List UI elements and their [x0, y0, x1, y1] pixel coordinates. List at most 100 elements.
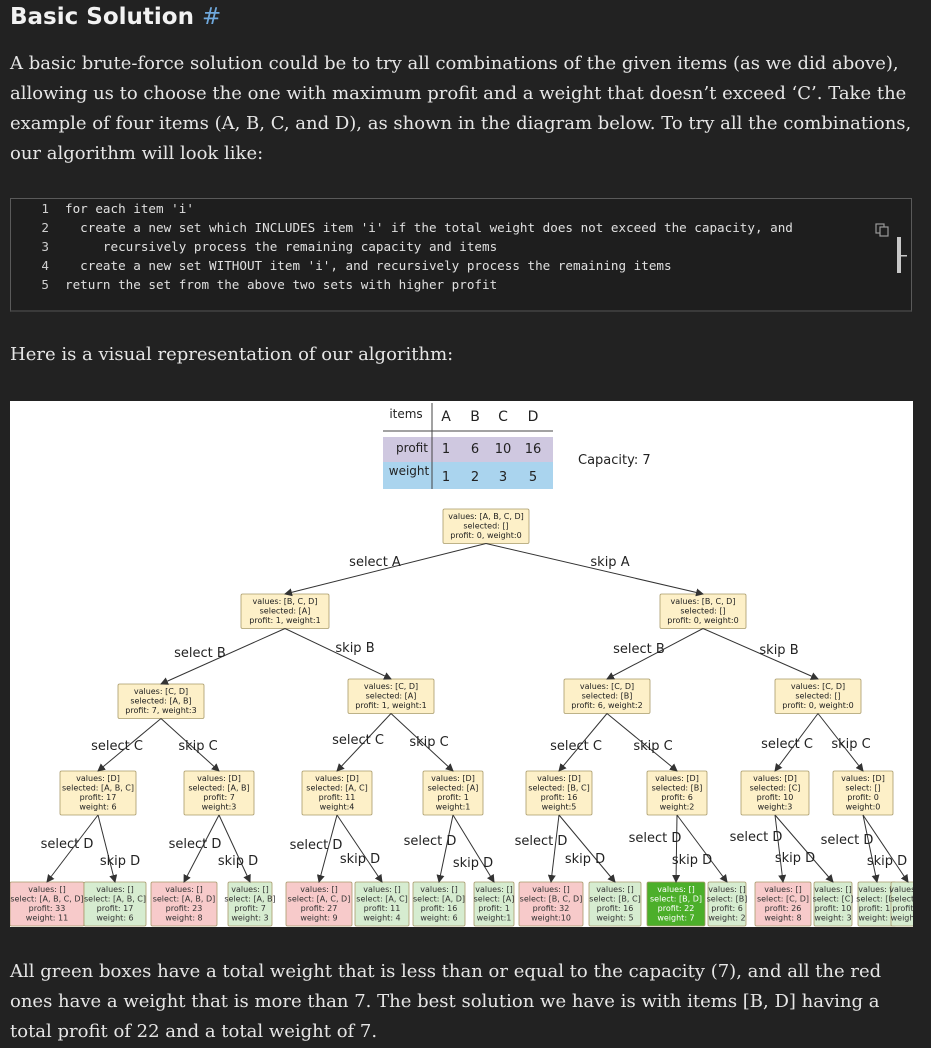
- node-text: profit: 0: [847, 793, 879, 802]
- anchor-link[interactable]: #: [201, 4, 222, 30]
- line-number: 3: [41, 239, 49, 254]
- tree-edge: [336, 713, 392, 772]
- node-text: weight:2: [660, 803, 695, 812]
- node-text: profit: 0: [892, 904, 913, 913]
- node-text: values: []: [96, 885, 134, 894]
- node-text: selected: []: [463, 522, 508, 531]
- node-text: select: [B]: [707, 895, 748, 904]
- node-text: values: []: [475, 885, 513, 894]
- profit-label: profit: [396, 441, 428, 455]
- node-text: selected: [B, C]: [528, 784, 589, 793]
- node-text: weight: 6: [420, 914, 457, 923]
- edge-label: skip D: [453, 856, 493, 871]
- node-text: weight: 6: [79, 803, 116, 812]
- node-text: values: [D]: [431, 774, 475, 783]
- item-name: A: [441, 409, 451, 425]
- edge-label: select D: [821, 833, 874, 848]
- tree-edge: [672, 814, 681, 883]
- node-text: select: [A, B, C]: [84, 895, 146, 904]
- node-text: weight:0: [846, 803, 881, 812]
- code-line: 3 recursively process the remaining capa…: [11, 239, 497, 258]
- node-text: weight: 8: [764, 914, 801, 923]
- edge-label: select D: [629, 831, 682, 846]
- visual-intro: Here is a visual representation of our a…: [10, 344, 454, 365]
- item-name: C: [498, 409, 508, 425]
- line-number: 5: [41, 277, 49, 292]
- node-text: select: [A, D]: [413, 895, 465, 904]
- node-text: select: [A, B, C, D]: [10, 895, 83, 904]
- node-text: select: [A, C]: [356, 895, 407, 904]
- line-number: 1: [41, 201, 49, 216]
- node-text: select: []: [890, 895, 913, 904]
- edge-label: select D: [169, 837, 222, 852]
- capacity-label: Capacity: 7: [578, 453, 651, 468]
- node-text: selected: [A, B, C]: [62, 784, 134, 793]
- tree-edge: [817, 713, 864, 772]
- tree-edge: [97, 814, 118, 883]
- edge-label: skip D: [100, 854, 140, 869]
- code-text: create a new set which INCLUDES item 'i'…: [65, 220, 793, 235]
- intro-paragraph: A basic brute-force solution could be to…: [10, 53, 912, 164]
- node-text: profit: 17: [80, 793, 117, 802]
- item-name: B: [470, 409, 480, 425]
- item-weight: 5: [529, 470, 537, 485]
- node-text: values: [D]: [315, 774, 359, 783]
- node-text: weight: 5: [596, 914, 633, 923]
- node-text: profit: 11: [319, 793, 356, 802]
- node-text: select: [B, D]: [650, 895, 702, 904]
- node-text: profit: 22: [658, 904, 695, 913]
- tree-edge: [774, 814, 834, 883]
- node-text: selected: [A, B]: [130, 697, 191, 706]
- tree-edge: [452, 814, 495, 883]
- code-text: return the set from the above two sets w…: [65, 277, 498, 292]
- node-text: weight:1: [477, 914, 512, 923]
- node-text: values: []: [165, 885, 203, 894]
- node-text: profit: 6, weight:2: [571, 701, 642, 710]
- edge-label: skip A: [590, 555, 629, 570]
- node-text: values: []: [764, 885, 802, 894]
- node-text: values: []: [889, 885, 913, 894]
- tree-edge: [547, 814, 560, 883]
- node-text: weight:0: [891, 914, 913, 923]
- node-text: values: [C, D]: [580, 682, 634, 691]
- node-text: values: [D]: [655, 774, 699, 783]
- edge-label: select C: [91, 739, 143, 754]
- node-text: select: [D]: [856, 895, 897, 904]
- line-number: 4: [41, 258, 49, 273]
- tree-edge: [558, 713, 608, 772]
- node-text: select: [A]: [474, 895, 515, 904]
- node-text: values: []: [300, 885, 338, 894]
- item-name: D: [528, 409, 539, 425]
- scrollbar-handle[interactable]: [897, 237, 907, 273]
- node-text: select: [B, C]: [589, 895, 640, 904]
- node-text: select: [C, D]: [757, 895, 809, 904]
- node-text: values: [D]: [753, 774, 797, 783]
- copy-icon[interactable]: [875, 223, 889, 237]
- node-text: profit: 27: [301, 904, 338, 913]
- edge-label: skip D: [672, 853, 712, 868]
- node-text: weight: 3: [814, 914, 851, 923]
- line-number: 2: [41, 220, 49, 235]
- edge-label: select B: [174, 646, 226, 661]
- node-text: profit: 10: [815, 904, 852, 913]
- tree-edge: [160, 718, 220, 772]
- node-text: profit: 23: [166, 904, 203, 913]
- node-text: weight: 11: [26, 914, 68, 923]
- tree-edge: [183, 814, 220, 883]
- node-text: selected: [A]: [366, 692, 417, 701]
- node-text: values: []: [814, 885, 852, 894]
- node-text: profit: 0, weight:0: [667, 616, 738, 625]
- node-text: weight:3: [758, 803, 793, 812]
- edge-label: skip D: [775, 851, 815, 866]
- node-text: values: [A, B, C, D]: [448, 512, 523, 521]
- item-weight: 3: [499, 470, 507, 485]
- weight-label: weight: [389, 464, 430, 478]
- node-text: selected: [A, B]: [188, 784, 249, 793]
- item-profit: 16: [525, 442, 542, 457]
- edge-label: select B: [613, 642, 665, 657]
- node-text: weight: 6: [96, 914, 133, 923]
